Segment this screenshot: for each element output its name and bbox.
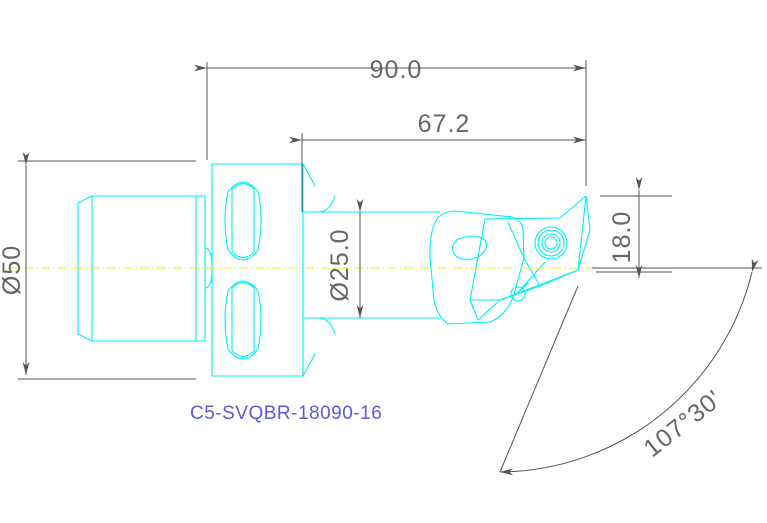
dimension-text-d25: Ø25.0 xyxy=(326,228,354,301)
clamp-screw-ring-3 xyxy=(541,233,561,253)
flange-slot-upper-inner xyxy=(231,182,255,259)
clamp-screw xyxy=(534,226,568,260)
dimension-angle-107-30: 107°30' xyxy=(500,258,762,476)
clamp-screw-torx-socket xyxy=(544,236,558,250)
dimension-67-2: 67.2 xyxy=(289,110,586,212)
angle-dimension-arc xyxy=(500,258,759,476)
dimension-text-18: 18.0 xyxy=(608,211,636,264)
flange-slot-upper xyxy=(224,181,262,261)
dimension-d25-0: Ø25.0 xyxy=(326,199,364,318)
dimension-text-d50: Ø50 xyxy=(0,245,26,295)
flange-block-outline xyxy=(211,163,304,377)
dimension-text-90: 90.0 xyxy=(370,56,423,84)
shaft-25mm-outline xyxy=(317,211,441,319)
insert-seat-edges xyxy=(469,195,587,301)
dimension-90-0: 90.0 xyxy=(194,56,586,186)
flange-chamfer xyxy=(302,163,316,377)
dimension-text-angle: 107°30' xyxy=(638,385,727,463)
dimension-d50: Ø50 xyxy=(0,152,196,379)
shank-end-face xyxy=(195,195,206,342)
flange-slot-lower xyxy=(224,280,262,360)
angle-leader-line xyxy=(500,286,578,472)
part-number-label: C5-SVQBR-18090-16 xyxy=(190,403,382,424)
flange-slot-lower-inner xyxy=(231,281,255,358)
dimension-text-67: 67.2 xyxy=(418,110,471,138)
clamp-screw-ring-1 xyxy=(534,226,568,260)
dimension-18-0: 18.0 xyxy=(596,177,672,278)
clamp-screw-ring-2 xyxy=(537,229,565,257)
